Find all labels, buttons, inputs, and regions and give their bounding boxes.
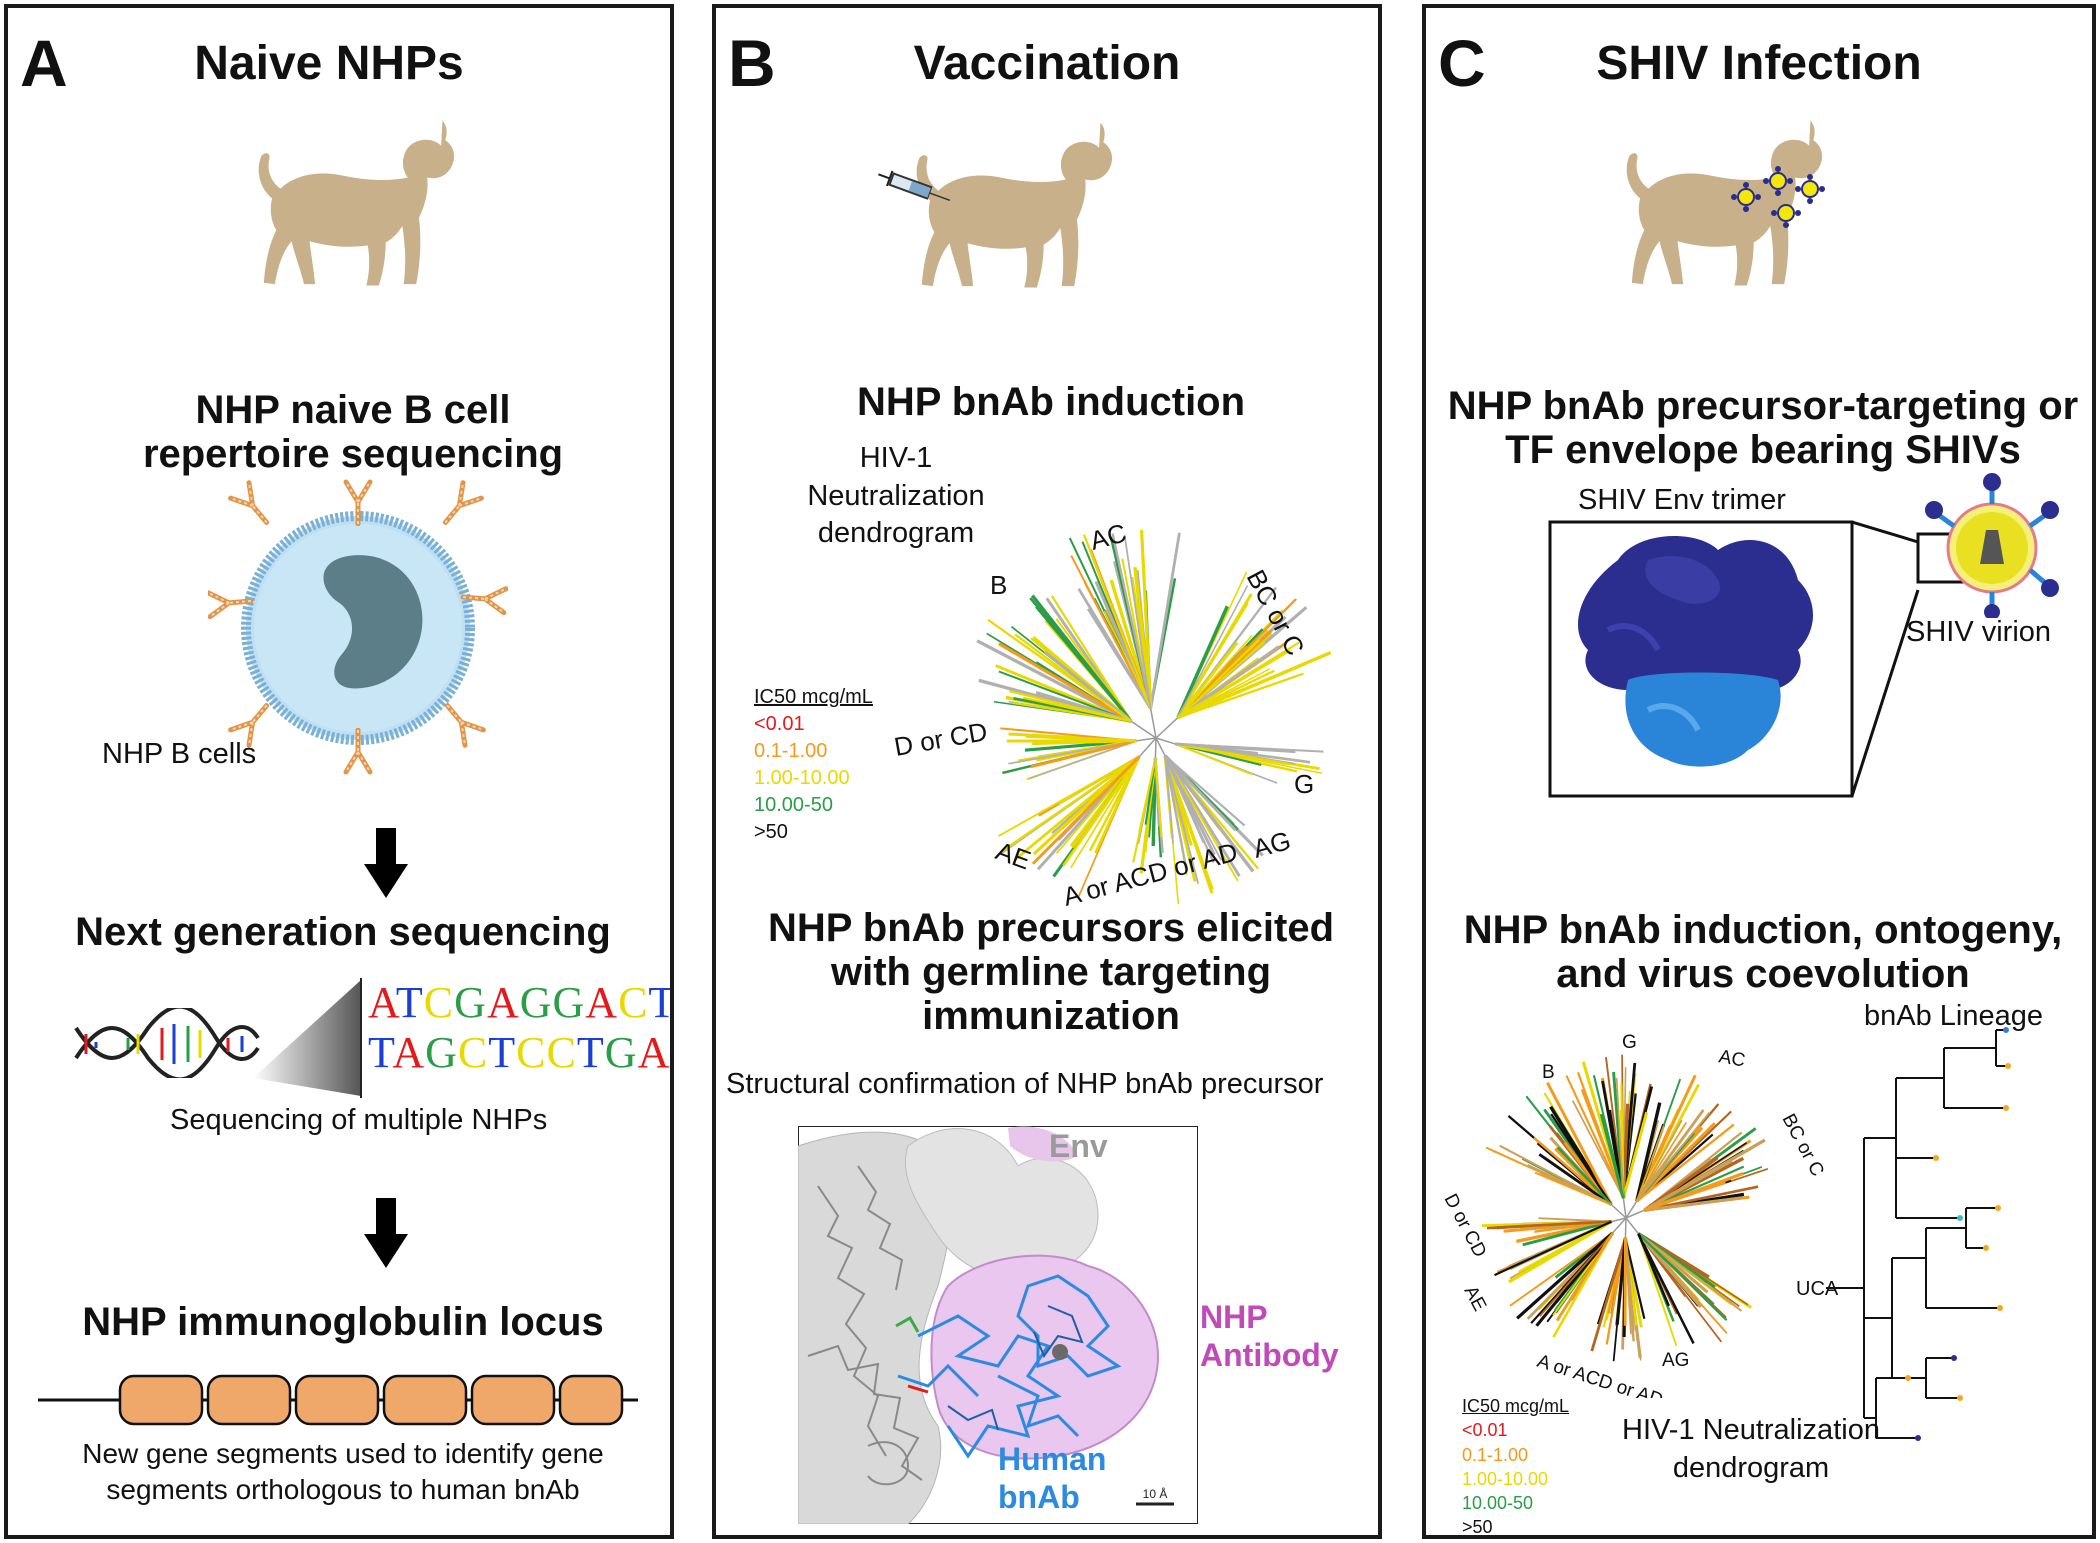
coevolution-title: NHP bnAb induction, ontogeny, and virus … [1463,908,2063,996]
nucleotide: A [368,978,396,1027]
panel-title-c: SHIV Infection [1596,37,1922,90]
immunoglobulin-locus [38,1374,638,1426]
panel-letter-b: B [728,26,776,100]
virus-particles-icon [1731,166,1825,228]
clade-label: BC or C [1778,1110,1826,1180]
dendrogram-title-c: HIV-1 Neutralization dendrogram [1622,1414,1880,1484]
legend-item: 1.00-10.00 [754,767,850,789]
nucleotide: A [637,1028,671,1077]
syringe-icon [878,170,951,202]
clade-label: AG [1250,825,1294,864]
legend-header-c: IC50 mcg/mL [1462,1396,1570,1416]
legend-item: >50 [1462,1517,1493,1538]
legend-item: 10.00-50 [754,794,833,816]
virion-label: SHIV virion [1906,616,2052,648]
clade-label: A or ACD or AD [1060,836,1241,911]
nucleotide: C [618,978,649,1027]
clade-label: G [1294,769,1314,799]
nucleotide: G [425,1028,458,1077]
precursor-title: NHP bnAb precursors elicited with germli… [767,906,1335,1038]
zoom-lines [1852,520,1920,797]
ic50-legend-b: IC50 mcg/mL <0.01 0.1-1.00 1.00-10.00 10… [754,684,873,846]
nucleotide: G [604,1028,638,1077]
em-structure-image: 10 Å [798,1126,1198,1524]
nucleotide: G [454,978,487,1027]
lineage-title: bnAb Lineage [1864,1000,2043,1032]
nucleotide: T [576,1028,605,1077]
nucleotide: T [648,978,674,1027]
clade-label: AE [992,835,1035,875]
ngs-title: Next generation sequencing [75,910,611,954]
legend-item: 0.1-1.00 [754,740,828,762]
shiv-virion-icon [1916,473,2059,618]
scale-label: 10 Å [1143,1486,1168,1501]
sequence-bottom: TAGCTCCTGA [368,1028,671,1077]
targeting-title: NHP bnAb precursor-targeting or TF envel… [1447,384,2079,472]
uca-label: UCA [1796,1278,1839,1300]
env-label: Env [1049,1128,1108,1164]
clade-label: AC [1087,517,1130,555]
b-cell-icon [208,478,508,778]
dendrogram-title-b: HIV-1 Neutralization dendrogram [807,442,985,550]
legend-header-b: IC50 mcg/mL [754,686,873,708]
nucleotide: C [516,1028,547,1077]
nhp-antibody-label: NHP Antibody [1200,1299,1339,1374]
panel-letter-c: C [1438,26,1486,100]
sequencing-caption: Sequencing of multiple NHPs [170,1104,548,1136]
repertoire-title: NHP naive B cell repertoire sequencing [142,388,564,476]
b-cell-label: NHP B cells [102,738,257,770]
legend-item: >50 [754,821,788,843]
induction-title: NHP bnAb induction [856,380,1246,424]
locus-title: NHP immunoglobulin locus [82,1300,604,1344]
panel-a: A Naive NHPs NHP naive B cell repertoire… [4,4,674,1539]
shiv-env-trimer [1548,520,1854,798]
zoom-wedge [253,978,362,1098]
clade-label: AG [1662,1350,1689,1371]
bnab-lineage-tree [1826,1027,2011,1441]
clade-label: A or ACD or AD [1534,1351,1665,1398]
legend-item: 0.1-1.00 [1462,1444,1529,1465]
human-bnab-label: Human bnAb [998,1441,1107,1516]
legend-item: <0.01 [754,713,805,735]
panel-c: C SHIV Infection NHP bnAb precursor-targ… [1422,4,2096,1539]
nucleotide: A [585,978,619,1027]
legend-item: 1.00-10.00 [1462,1468,1549,1489]
nucleotide: C [457,1028,489,1077]
nucleotide: C [423,978,455,1027]
panel-title-a: Naive NHPs [194,37,464,90]
down-arrow-icon-2 [364,1198,408,1268]
clade-label: G [1622,1032,1637,1053]
nucleotide: A [486,978,520,1027]
structural-caption: Structural confirmation of NHP bnAb prec… [726,1068,1324,1100]
locus-caption: New gene segments used to identify gene … [82,1438,604,1506]
monkey-icon [233,118,483,298]
clade-label: D or CD [892,716,990,762]
monkey-icon-b [891,120,1141,300]
sequence-top: ATCGAGGACT [368,978,674,1027]
legend-item: <0.01 [1462,1420,1508,1441]
dna-icon [74,1008,260,1078]
ic50-legend-c: IC50 mcg/mL <0.01 0.1-1.00 1.00-10.00 10… [1462,1394,1570,1538]
nucleotide: T [368,1028,393,1077]
nucleotide: T [488,1028,517,1077]
down-arrow-icon [364,828,408,898]
clade-label: AC [1717,1046,1747,1071]
nucleotide: T [395,978,424,1027]
clade-label: B [1542,1062,1555,1083]
panel-letter-a: A [20,26,68,100]
panel-b: B Vaccination NHP bnAb induction HIV-1 N… [712,4,1382,1539]
clade-label: B [990,570,1007,600]
clade-label: AE [1460,1282,1490,1314]
panel-title-b: Vaccination [913,37,1181,90]
nucleotide: C [546,1028,577,1077]
trimer-label: SHIV Env trimer [1578,484,1786,516]
nucleotide: G [519,978,553,1027]
legend-item: 10.00-50 [1462,1493,1534,1514]
nucleotide: A [392,1028,426,1077]
nucleotide: G [552,978,586,1027]
